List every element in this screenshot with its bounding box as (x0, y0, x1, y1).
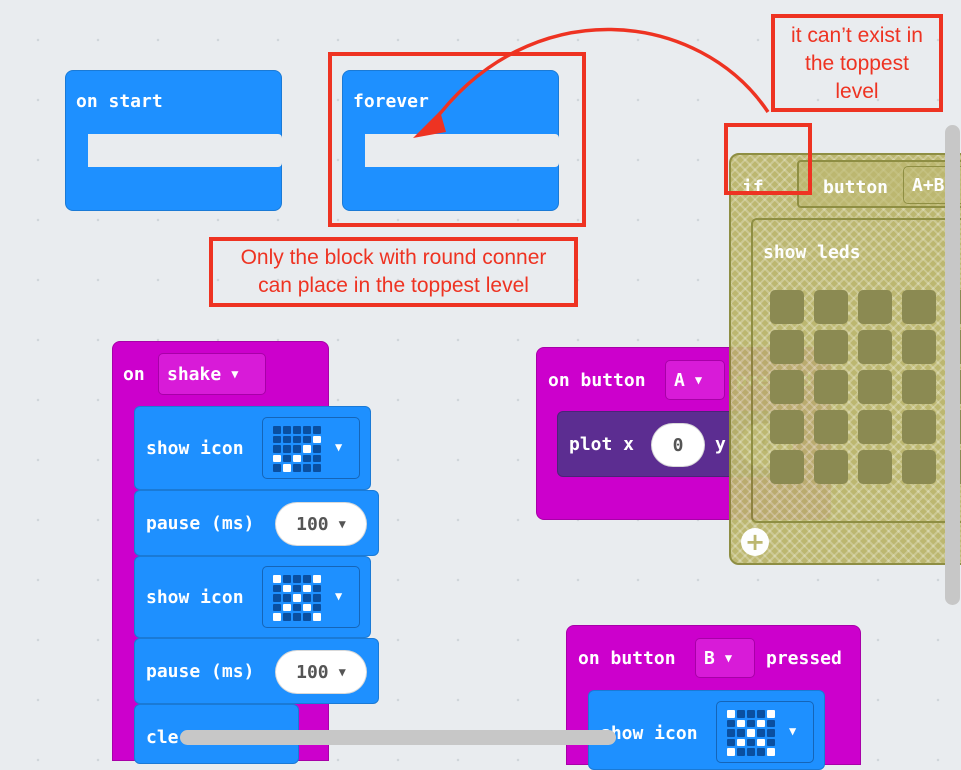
toppest-note-text: Only the block with round conner can pla… (213, 244, 574, 300)
cant-exist-note-text: it can’t exist in the toppest level (775, 22, 939, 106)
show-leds-label: show leds (763, 242, 861, 263)
icon-preview-no-icon (273, 575, 321, 621)
forever-highlight-box (328, 52, 586, 227)
gesture-dropdown[interactable]: shake ▼ (158, 353, 266, 395)
button-value: A (674, 369, 685, 391)
pause-label: pause (ms) (146, 513, 255, 534)
add-branch-icon[interactable]: + (741, 528, 769, 556)
pause-value-input[interactable]: 100 ▼ (275, 502, 367, 546)
led-cell[interactable] (770, 330, 804, 364)
led-cell[interactable] (858, 450, 892, 484)
pause-label: pause (ms) (146, 661, 255, 682)
led-cell[interactable] (770, 450, 804, 484)
plot-x-input[interactable]: 0 (651, 423, 705, 467)
cant-exist-line-1: it can’t exist in (791, 24, 923, 47)
pause-value-input[interactable]: 100 ▼ (275, 650, 367, 694)
on-shake-label: on (123, 364, 145, 385)
on-button-label: on button (548, 370, 646, 391)
led-cell[interactable] (814, 330, 848, 364)
pause-value: 100 (296, 661, 329, 683)
icon-picker[interactable]: ▼ (262, 417, 360, 479)
led-grid (770, 290, 961, 490)
horizontal-scrollbar[interactable] (180, 730, 616, 745)
led-cell[interactable] (770, 410, 804, 444)
forever-slot (365, 134, 559, 167)
chevron-down-icon: ▼ (694, 373, 703, 387)
condition-button-dropdown[interactable]: A+B (903, 166, 961, 204)
led-cell[interactable] (814, 290, 848, 324)
button-value: B (704, 647, 715, 669)
chevron-down-icon: ▼ (338, 517, 346, 531)
on-start-label: on start (76, 91, 163, 112)
gesture-value: shake (167, 363, 222, 385)
chevron-down-icon: ▼ (335, 440, 343, 454)
condition-label: button (823, 177, 889, 198)
led-cell[interactable] (770, 370, 804, 404)
button-dropdown[interactable]: A ▼ (665, 360, 725, 400)
button-condition[interactable]: button A+B (797, 160, 961, 208)
show-icon-block-3[interactable]: show icon ▼ (588, 690, 825, 770)
cant-exist-line-2: the toppest (805, 52, 909, 75)
led-cell[interactable] (902, 330, 936, 364)
led-cell[interactable] (858, 330, 892, 364)
button-dropdown[interactable]: B ▼ (695, 638, 755, 678)
chevron-down-icon: ▼ (231, 367, 239, 381)
show-icon-label: show icon (146, 438, 244, 459)
pause-value: 100 (296, 513, 329, 535)
chevron-down-icon: ▼ (789, 724, 797, 738)
led-cell[interactable] (858, 290, 892, 324)
led-cell[interactable] (858, 370, 892, 404)
pressed-label: pressed (766, 648, 842, 669)
cant-exist-note-box (771, 14, 943, 112)
led-cell[interactable] (814, 370, 848, 404)
show-icon-block-2[interactable]: show icon ▼ (134, 556, 371, 638)
led-cell[interactable] (858, 410, 892, 444)
led-cell[interactable] (902, 450, 936, 484)
show-icon-label: show icon (600, 723, 698, 744)
chevron-down-icon: ▼ (724, 651, 733, 665)
forever-label: forever (353, 91, 429, 112)
pause-block-1[interactable]: pause (ms) 100 ▼ (134, 490, 379, 556)
toppest-note-box (209, 237, 578, 307)
chevron-down-icon: ▼ (335, 589, 343, 603)
led-cell[interactable] (902, 410, 936, 444)
led-cell[interactable] (902, 370, 936, 404)
clear-screen-label: cle (146, 727, 179, 748)
on-button-label: on button (578, 648, 676, 669)
icon-preview-no-icon (727, 710, 775, 756)
chevron-down-icon: ▼ (338, 665, 346, 679)
icon-picker[interactable]: ▼ (716, 701, 814, 763)
condition-button-value: A+B (912, 174, 945, 196)
icon-preview-yes-icon (273, 426, 321, 472)
led-cell[interactable] (902, 290, 936, 324)
led-cell[interactable] (814, 410, 848, 444)
plot-y-label: y (715, 434, 726, 455)
plot-x-label: plot x (569, 434, 635, 455)
show-icon-block-1[interactable]: show icon ▼ (134, 406, 371, 490)
show-icon-label: show icon (146, 587, 244, 608)
icon-picker[interactable]: ▼ (262, 566, 360, 628)
vertical-scrollbar[interactable] (945, 125, 960, 605)
on-start-slot (88, 134, 282, 167)
toppest-note-line-1: Only the block with round conner (240, 246, 547, 269)
pause-block-2[interactable]: pause (ms) 100 ▼ (134, 638, 379, 704)
led-cell[interactable] (770, 290, 804, 324)
show-leds-block[interactable]: show leds (751, 218, 961, 523)
plot-x-value: 0 (672, 434, 684, 456)
if-highlight-box (724, 123, 812, 195)
led-cell[interactable] (814, 450, 848, 484)
cant-exist-line-3: level (835, 80, 879, 103)
toppest-note-line-2: can place in the toppest level (258, 274, 529, 297)
